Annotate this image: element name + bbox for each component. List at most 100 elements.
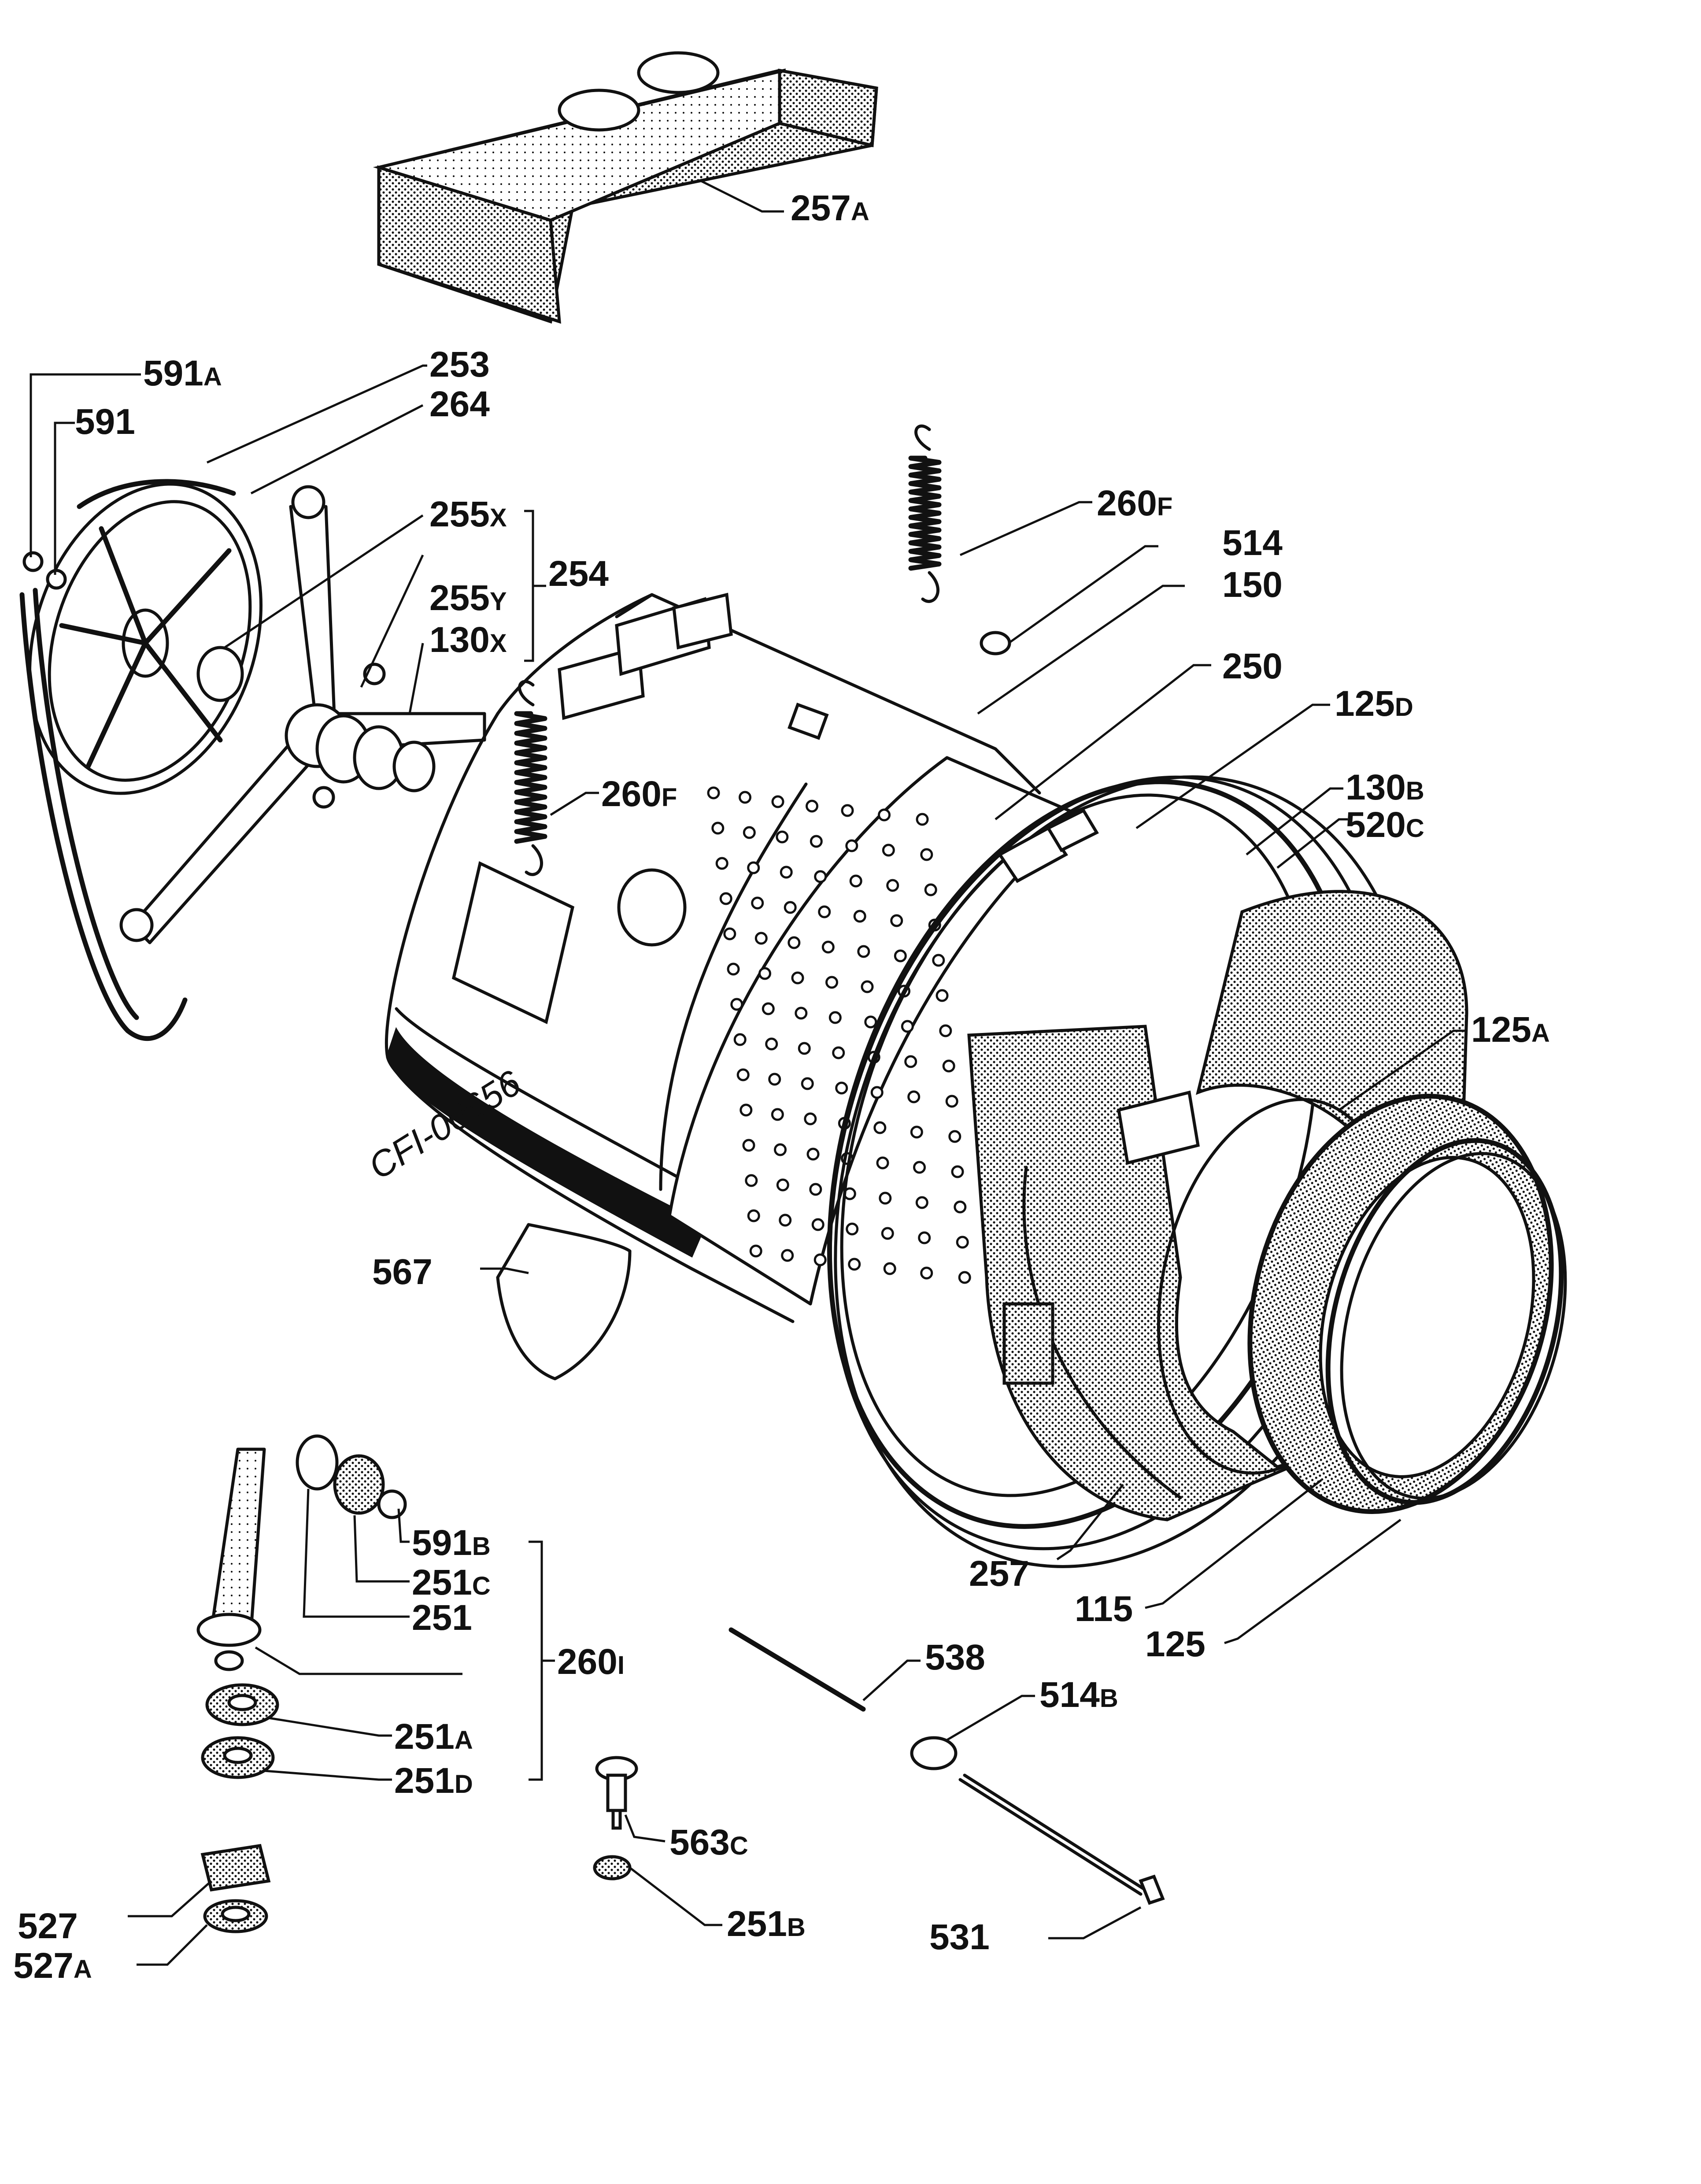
label-591: 591 <box>75 402 135 442</box>
drum-perforation <box>918 1231 931 1244</box>
label-257: 257 <box>969 1554 1029 1594</box>
drum-perforation <box>779 1214 792 1227</box>
drum-perforation <box>747 1209 760 1222</box>
drum-perforation <box>740 1103 753 1117</box>
drum-perforation <box>719 892 732 905</box>
drum-perforation <box>791 971 804 985</box>
drum-perforation <box>806 800 818 813</box>
drum-perforation <box>932 954 945 967</box>
drum-perforation <box>751 896 764 910</box>
drum-perforation <box>864 1015 877 1029</box>
label-264: 264 <box>429 384 490 424</box>
label-527: 527 <box>18 1906 78 1946</box>
drum-spider <box>119 485 486 944</box>
counterweight-top <box>373 51 878 324</box>
drum-perforation <box>873 1121 887 1134</box>
drum-perforation <box>795 1007 808 1020</box>
spring-top <box>908 424 942 603</box>
drum-perforation <box>910 1125 923 1139</box>
drum-perforation <box>733 1033 747 1046</box>
drum-perforation <box>948 1130 961 1143</box>
drum-perforation <box>853 910 866 923</box>
drum-perforation <box>870 1086 884 1099</box>
drum-perforation <box>846 1222 859 1236</box>
drum-perforation <box>825 976 838 989</box>
drum-perforation <box>810 835 823 848</box>
spring-coil <box>908 455 942 571</box>
drum-perforation <box>924 883 937 896</box>
drum-perforation <box>747 861 760 874</box>
label-591b: 591B <box>412 1523 491 1563</box>
part-labels: 257A 591A 253 591 264 255X 254 255Y 130X… <box>13 188 1550 1986</box>
drum-perforation <box>768 1073 781 1086</box>
drum-perforation <box>951 1165 964 1178</box>
drum-perforation <box>828 1011 842 1024</box>
drum-perforation <box>883 1262 896 1275</box>
label-130x: 130X <box>429 620 507 660</box>
drum-perforation <box>958 1271 971 1284</box>
clamp-ring-125 <box>1325 1138 1567 1505</box>
label-251d: 251D <box>394 1761 473 1801</box>
drum-perforation <box>776 1178 789 1192</box>
leader-lines <box>30 179 1467 1966</box>
drum-perforation <box>920 848 933 861</box>
drum-perforation <box>754 932 768 945</box>
drum-perforation <box>765 1037 778 1051</box>
drum-perforation <box>809 1183 822 1196</box>
drum-perforation <box>771 1108 784 1121</box>
drum-perforation <box>907 1090 921 1103</box>
drum-perforation <box>801 1077 814 1090</box>
drum-perforation <box>749 1244 762 1258</box>
drum-pulley <box>28 479 263 795</box>
label-251: 251 <box>412 1598 472 1638</box>
drum-perforation <box>848 1258 861 1271</box>
drum-perforation <box>730 998 743 1011</box>
label-591a: 591A <box>143 353 222 393</box>
drum-perforation <box>904 1055 917 1068</box>
drum-perforation <box>845 839 858 852</box>
label-251a: 251A <box>394 1717 473 1757</box>
drum-perforation <box>814 1253 827 1266</box>
drum-perforation <box>742 1139 755 1152</box>
drum-perforation <box>861 980 874 993</box>
drum-perforation <box>711 822 725 835</box>
label-130b: 130B <box>1346 767 1424 807</box>
label-125d: 125D <box>1335 684 1413 724</box>
label-254: 254 <box>548 554 609 594</box>
label-125: 125 <box>1145 1624 1205 1664</box>
drum-perforation <box>956 1236 969 1249</box>
drum-perforation <box>780 866 793 879</box>
drum-perforation <box>723 927 736 940</box>
drum-perforation <box>821 940 835 954</box>
bolt-563c <box>595 1756 638 1830</box>
drum-perforation <box>936 989 949 1002</box>
drum-perforation <box>771 795 784 808</box>
cap-514 <box>980 631 1011 655</box>
outer-tub <box>385 592 1041 1323</box>
label-251c: 251C <box>412 1562 491 1603</box>
label-251b: 251B <box>727 1904 806 1944</box>
drum-perforation <box>916 813 929 826</box>
label-250: 250 <box>1222 646 1283 686</box>
bolt-531 <box>910 1736 1165 1905</box>
label-520c: 520C <box>1346 805 1424 845</box>
drum-perforation <box>784 901 797 914</box>
drum-perforation <box>894 949 907 962</box>
drum-perforation <box>811 1218 825 1231</box>
shield-567 <box>496 1223 632 1381</box>
drum-perforation <box>945 1095 958 1108</box>
spring-mid <box>514 680 547 876</box>
drum-perforation <box>774 1143 787 1156</box>
drum-perforation <box>743 826 756 839</box>
spring-coil <box>514 711 547 844</box>
drum-perforation <box>707 786 720 800</box>
pin-538 <box>728 1627 866 1712</box>
label-260i: 260I <box>557 1642 625 1682</box>
washer-251b <box>593 1855 632 1880</box>
drum-perforation <box>881 1227 894 1240</box>
label-255x: 255X <box>429 494 507 534</box>
label-563c: 563C <box>669 1822 748 1862</box>
drum-perforation <box>878 808 891 822</box>
drum-perforation <box>715 857 728 870</box>
drum-perforation <box>762 1002 775 1015</box>
